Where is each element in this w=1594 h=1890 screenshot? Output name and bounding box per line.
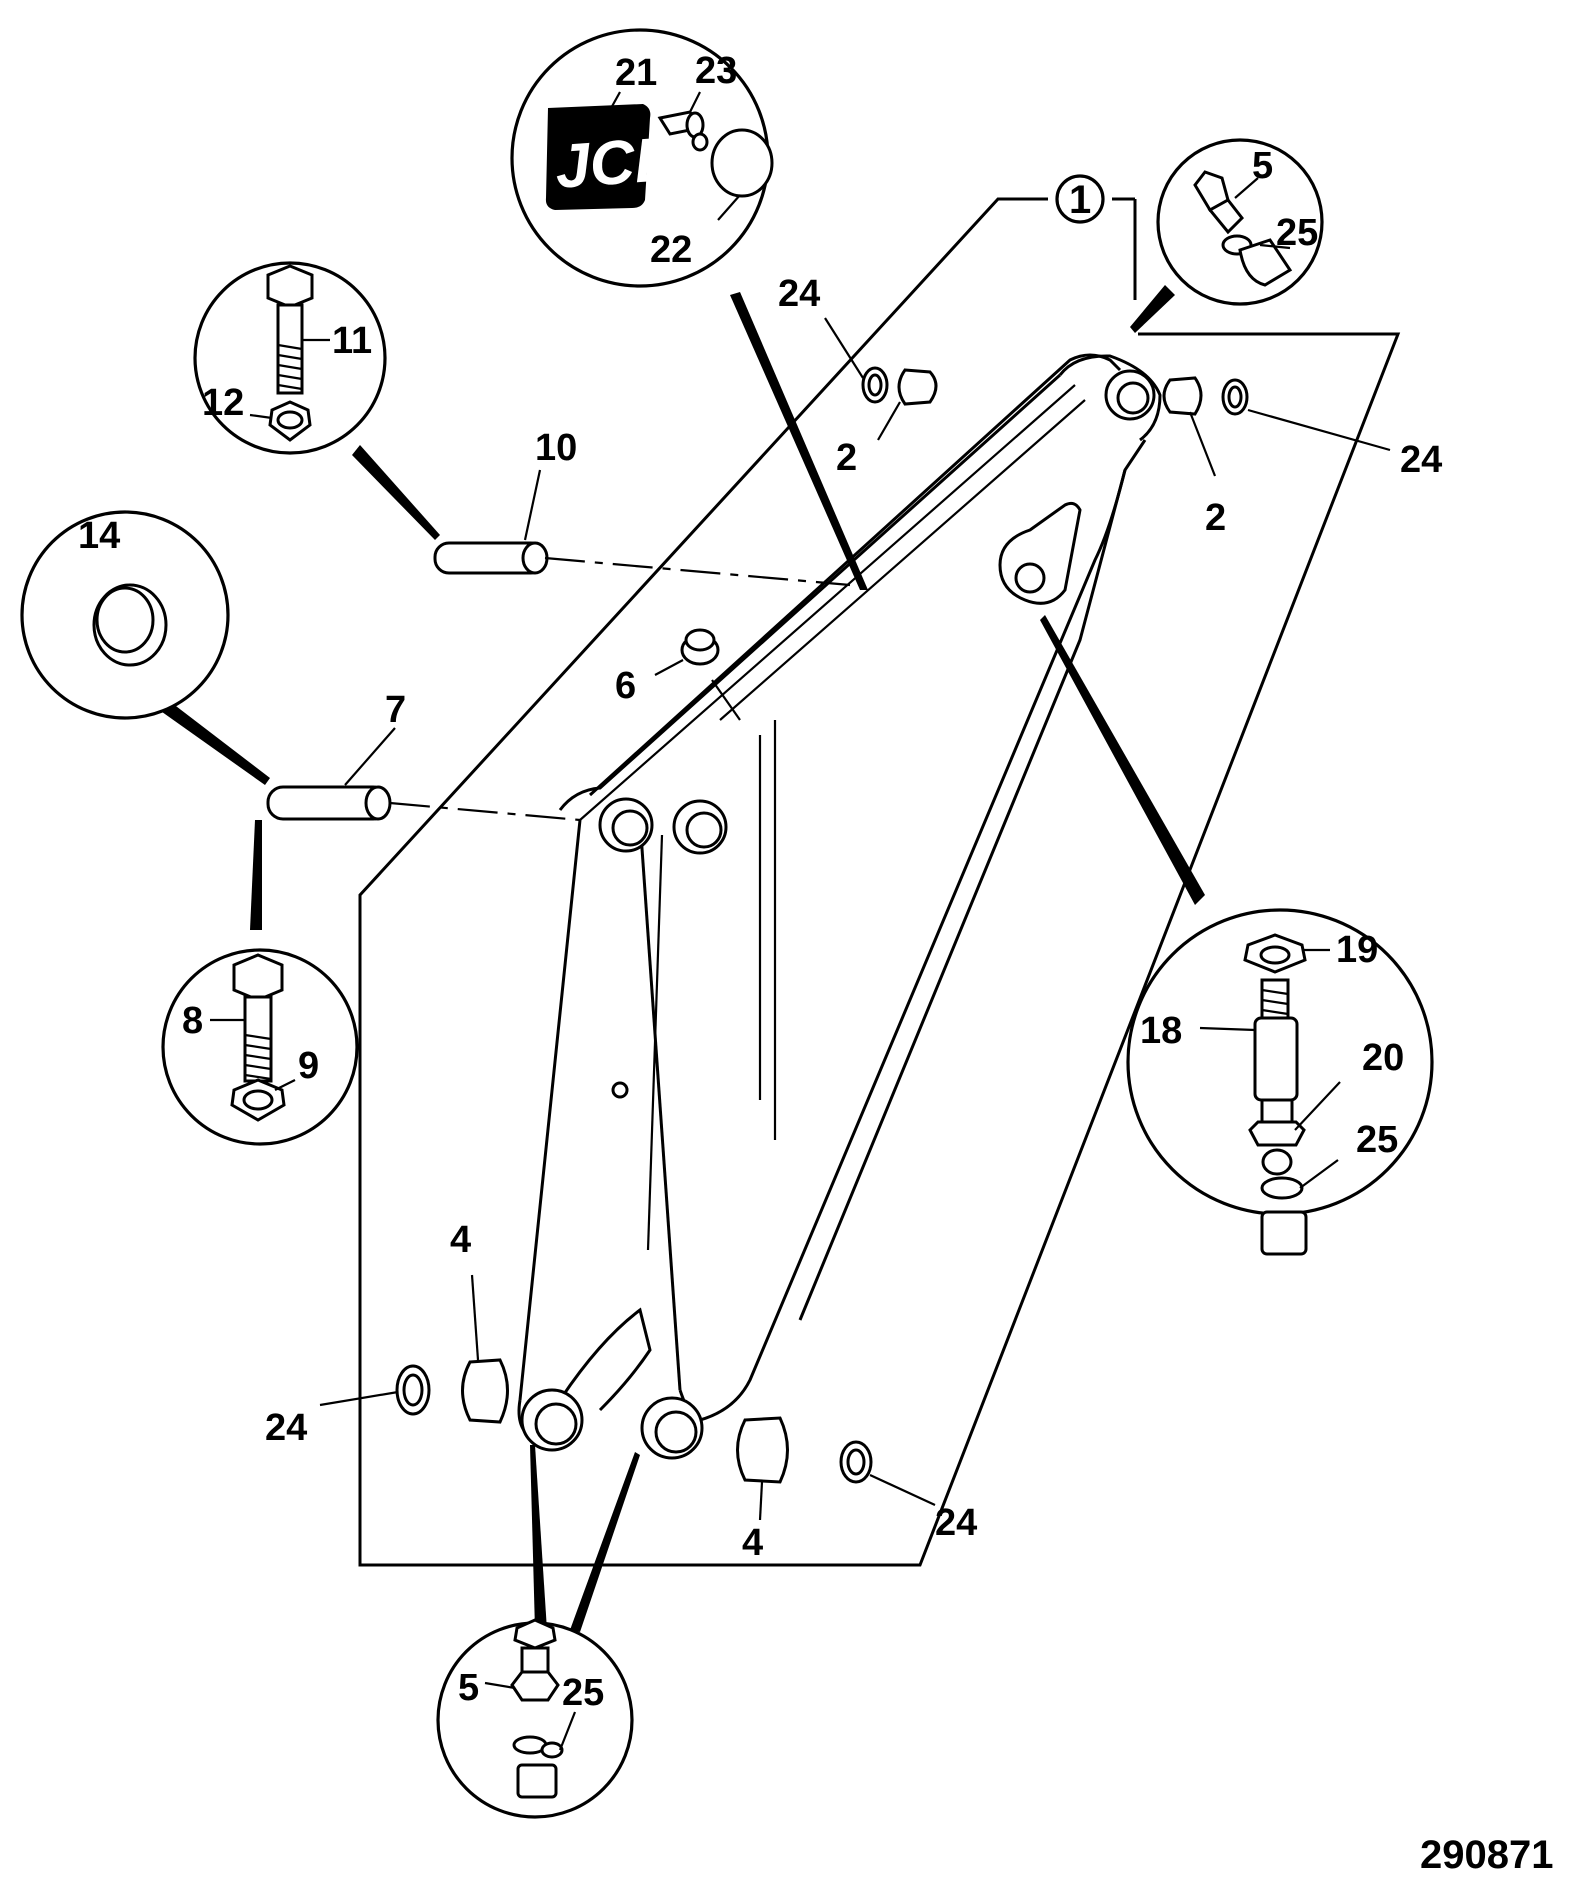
drawing-number: 290871	[1420, 1833, 1553, 1877]
label-5-bottom: 5	[458, 1667, 479, 1709]
label-25-right: 25	[1356, 1119, 1398, 1161]
label-6: 6	[615, 665, 636, 707]
callout-wedges	[148, 285, 1205, 1632]
label-2-top-left: 2	[836, 437, 857, 479]
detail-cap-14: 14	[20, 510, 230, 720]
main-labels: 1 24 2 2 24 10 7 6 4 24 4 24	[265, 174, 1442, 1564]
jcb-logo-text: JCB	[553, 124, 682, 201]
pin-bosses	[520, 369, 1156, 1460]
label-2-top-right: 2	[1205, 497, 1226, 539]
label-7: 7	[385, 689, 406, 731]
label-9: 9	[298, 1045, 319, 1087]
detail-bolt-11: 11 12	[193, 261, 387, 455]
label-24-bottom-left: 24	[265, 1407, 307, 1449]
item-1-circle	[1055, 174, 1105, 224]
detail-adaptor-18: 19 18 20 25	[1126, 908, 1434, 1256]
label-19: 19	[1336, 929, 1378, 971]
label-22: 22	[650, 229, 692, 271]
label-10: 10	[535, 427, 577, 469]
label-21: 21	[615, 52, 657, 94]
label-1: 1	[1069, 178, 1091, 222]
label-24-bottom-right: 24	[935, 1502, 977, 1544]
label-24-top-left: 24	[778, 273, 820, 315]
label-25-top: 25	[1276, 212, 1318, 254]
label-11: 11	[332, 320, 372, 362]
label-8: 8	[182, 1000, 203, 1042]
detail-bolt-8: 8 9	[161, 948, 359, 1146]
assembly-bracket-lines	[358, 197, 1401, 1567]
loose-parts	[266, 366, 1249, 1484]
detail-jcb-decal: JCB 21 23 22	[510, 28, 774, 288]
label-24-top-right: 24	[1400, 439, 1442, 481]
label-4-bottom-left: 4	[450, 1219, 471, 1261]
label-4-bottom-right: 4	[742, 1522, 763, 1564]
label-14: 14	[78, 515, 120, 557]
label-12: 12	[202, 382, 244, 424]
label-25-bottom: 25	[562, 1672, 604, 1714]
label-23: 23	[695, 50, 737, 92]
label-20: 20	[1362, 1037, 1404, 1079]
detail-grease-nipple-top: 5 25	[1156, 138, 1324, 306]
detail-grease-nipple-bottom: 5 25	[436, 1618, 634, 1819]
label-5-top: 5	[1252, 145, 1273, 187]
label-18: 18	[1140, 1010, 1182, 1052]
loader-boom-arm	[517, 353, 1162, 1442]
